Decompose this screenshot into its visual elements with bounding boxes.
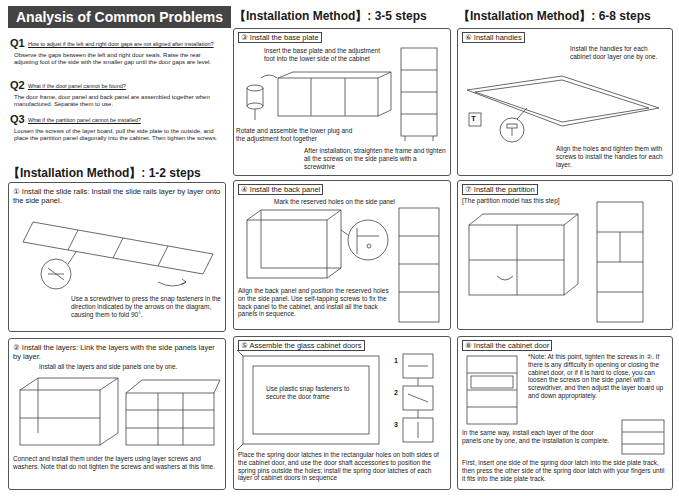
callout-number: 3 <box>394 421 398 429</box>
step-heading: ④ Install the back panel <box>238 184 323 195</box>
instruction-text: Rotate and assemble the lower plug and t… <box>236 127 361 143</box>
section-heading: 【Installation Method】: 3-5 steps <box>234 9 427 23</box>
instruction-text: Use a screwdriver to press the snap fast… <box>71 295 221 318</box>
question-text: What if the partition panel cannot be in… <box>28 117 226 124</box>
instruction-text: In the same way, install each layer of t… <box>462 429 612 445</box>
step-heading: ⑤ Assemble the glass cabinet doors <box>238 340 365 351</box>
layer-drawing <box>20 378 220 445</box>
instruction-text: Mark the reserved holes on the side pane… <box>274 198 444 206</box>
instruction-text: Insert the base plate and the adjustment… <box>264 47 386 63</box>
instruction-text: Use plastic snap fasteners to secure the… <box>266 385 358 401</box>
step-panel: ⑦ Install the partition [The partition mo… <box>457 180 673 330</box>
callout-number: 2 <box>394 389 398 397</box>
page-title: Analysis of Common Problems <box>8 6 231 28</box>
step-heading: ② Install the layers: Link the layers wi… <box>13 343 221 361</box>
step-panel: ① Install the slide rails: Install the s… <box>8 182 226 332</box>
instruction-text: First, insert one side of the spring doo… <box>462 459 668 482</box>
instruction-text: Align the back panel and position the re… <box>238 287 390 318</box>
instruction-text: Install the handles for each cabinet doo… <box>570 45 670 61</box>
instruction-text: Connect and install them under the layer… <box>13 455 221 471</box>
instruction-text: After installation, straighten the frame… <box>304 147 448 170</box>
question-number: Q2 <box>10 79 25 92</box>
step-panel: ③ Install the base plateInsert the base … <box>233 28 451 176</box>
step-panel: ④ Install the back panelMark the reserve… <box>233 180 451 330</box>
handle-drawing <box>467 76 659 142</box>
instruction-text: Align the holes and tighten them with sc… <box>556 145 668 168</box>
step-heading: ⑧ Install the cabinet door <box>462 340 552 351</box>
section-heading: 【Installation Method】: 1-2 steps <box>8 166 201 180</box>
instruction-text: [The partition model has this step] <box>462 197 592 205</box>
section-heading: 【Installation Method】: 6-8 steps <box>458 9 651 23</box>
answer-text: Loosen the screws of the layer board, pu… <box>14 128 226 142</box>
instruction-text: Place the spring door latches in the rec… <box>238 451 446 482</box>
glass-door-drawing <box>237 350 433 450</box>
answer-text: The door frame, door panel and back pane… <box>14 94 226 108</box>
question-number: Q3 <box>10 113 25 126</box>
answer-text: Observe the gaps between the left and ri… <box>14 52 226 66</box>
step-panel: ⑥ Install handlesInstall the handles for… <box>457 28 673 176</box>
step-heading: ⑥ Install handles <box>462 32 525 43</box>
step-panel: ② Install the layers: Link the layers wi… <box>8 338 226 490</box>
question-text: What if the door panel cannot be found? <box>28 83 226 90</box>
question-text: How to adjust if the left and right door… <box>28 41 226 48</box>
slide-rail-drawing <box>23 222 213 289</box>
question-number: Q1 <box>10 37 25 50</box>
step-heading: ⑦ Install the partition <box>462 184 538 195</box>
step-heading: ③ Install the base plate <box>238 32 322 43</box>
callout-number: 1 <box>394 357 398 365</box>
instruction-text: *Note: At this point, tighten the screws… <box>528 353 670 400</box>
step-panel: ⑤ Assemble the glass cabinet doorsUse pl… <box>233 336 451 490</box>
callout-letter: T <box>471 114 476 124</box>
instruction-text: Install all the layers and side panels o… <box>39 363 219 371</box>
step-heading: ① Install the slide rails: Install the s… <box>13 187 221 205</box>
step-panel: ⑧ Install the cabinet door *Note: At this… <box>457 336 673 490</box>
partition-drawing <box>469 202 643 322</box>
